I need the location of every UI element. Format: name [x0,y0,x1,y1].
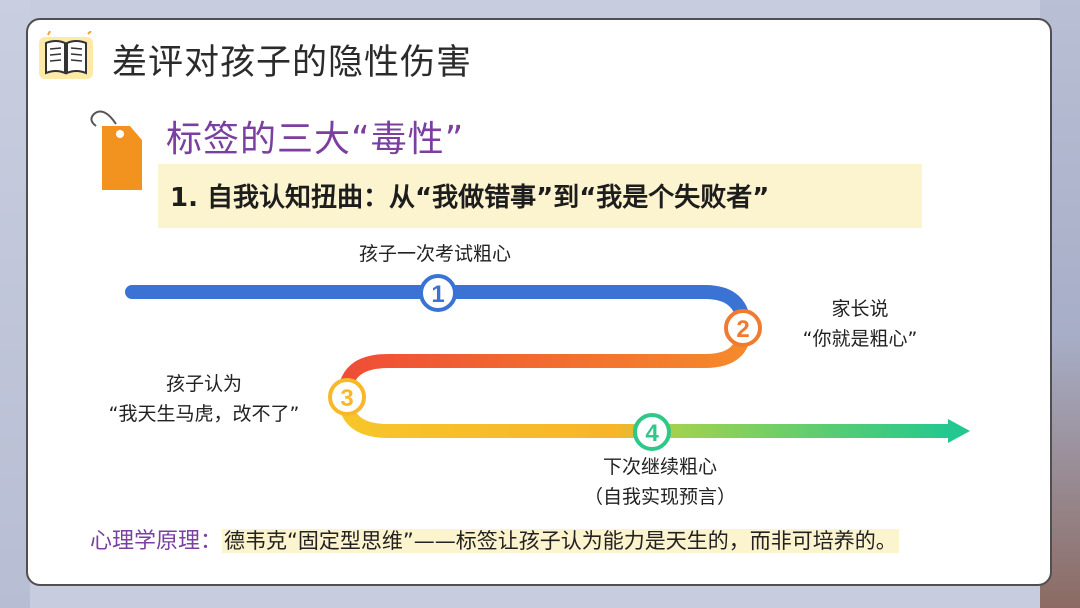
step-1-label: 孩子一次考试粗心 [330,239,540,269]
svg-text:1: 1 [431,281,444,308]
footer-prefix: 心理学原理： [90,529,222,554]
step-marker-3: 3 [330,380,364,414]
step-4-label: 下次继续粗心 （自我实现预言） [560,452,760,512]
step-3-label: 孩子认为 “我天生马虎，改不了” [84,369,324,429]
footer-principle: 心理学原理：德韦克“固定型思维”——标签让孩子认为能力是天生的，而非可培养的。 [90,523,899,555]
step-marker-4: 4 [635,415,669,449]
step-marker-2: 2 [726,311,760,345]
svg-text:4: 4 [645,420,659,447]
footer-text: 德韦克“固定型思维”——标签让孩子认为能力是天生的，而非可培养的。 [222,529,899,553]
arrow-head-icon [948,419,970,443]
step-2-label: 家长说 “你就是粗心” [770,294,950,354]
svg-text:2: 2 [736,316,749,343]
step-marker-1: 1 [421,276,455,310]
svg-text:3: 3 [340,385,353,412]
flow-segment-2 [345,329,744,396]
